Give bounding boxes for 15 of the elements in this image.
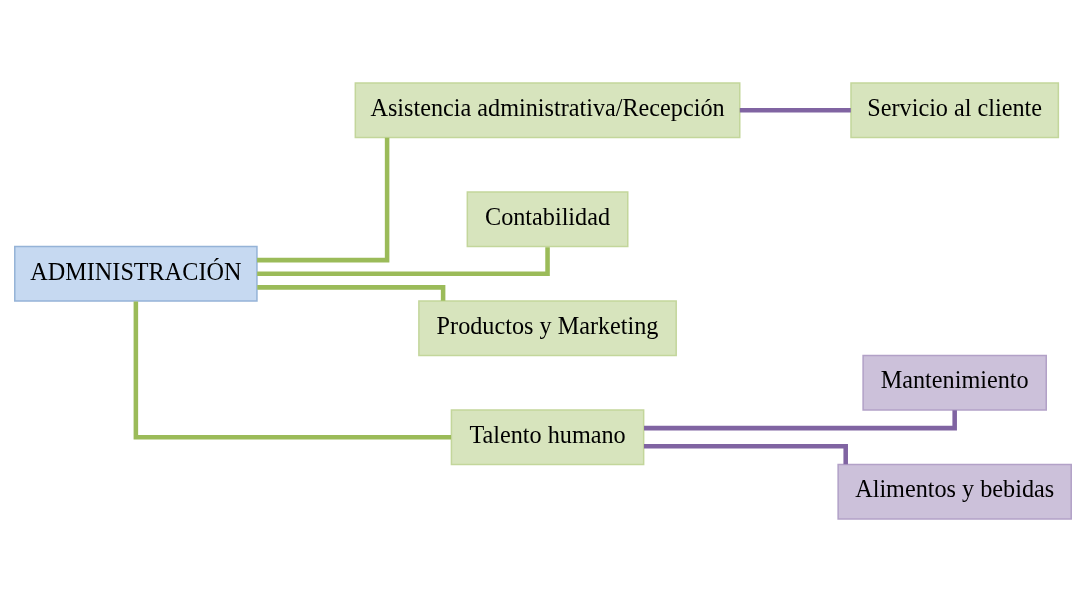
connector — [257, 137, 390, 262]
node-box: Servicio al cliente — [850, 81, 1060, 138]
connector — [257, 246, 550, 276]
connector — [643, 443, 848, 464]
node-box: Mantenimiento — [862, 354, 1047, 411]
connector — [257, 284, 446, 301]
node-box: Asistencia administrativa/Recepción — [354, 81, 741, 138]
connector — [133, 301, 451, 439]
node-box: ADMINISTRACIÓN — [14, 245, 258, 302]
node-box: Alimentos y bebidas — [837, 463, 1072, 520]
connector — [739, 107, 851, 113]
connector — [644, 409, 957, 430]
node-box: Talento humano — [450, 408, 645, 465]
node-box: Contabilidad — [466, 190, 629, 247]
node-box: Productos y Marketing — [418, 299, 677, 356]
